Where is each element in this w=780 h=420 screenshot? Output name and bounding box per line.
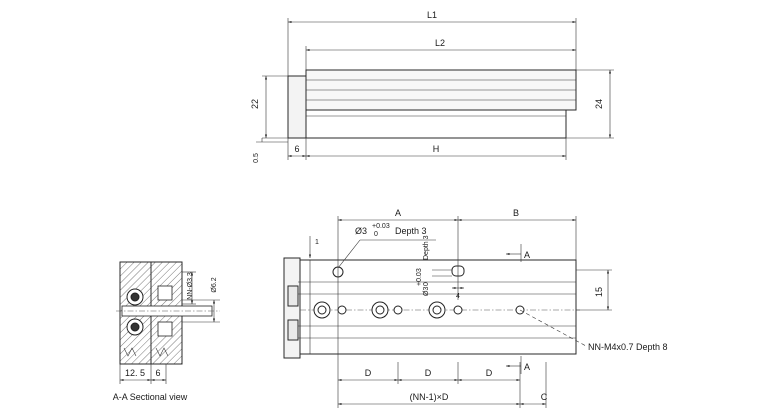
dim-24: 24 — [594, 99, 604, 109]
dim-6-section: 6 — [155, 368, 160, 378]
dim-D-2: D — [425, 368, 432, 378]
pin-hole-dia: Ø3 — [355, 226, 367, 236]
port-upper — [287, 285, 299, 307]
slot-tol-lower: 0 — [423, 282, 430, 286]
dim-pitch-total: (NN-1)×D — [410, 392, 449, 402]
thread-hole-2 — [393, 305, 403, 315]
port-lower — [287, 319, 299, 341]
dim-A: A — [395, 208, 401, 218]
dim-C: C — [541, 392, 548, 402]
slot-dia: Ø3 — [423, 287, 430, 296]
cylinder-body — [305, 109, 567, 139]
dim-dia-6-2: Ø6.2 — [211, 277, 218, 292]
pin-hole-tol-lower: 0 — [374, 231, 378, 238]
front-view: A B 1 Ø3 +0.03 0 Depth 3 Ø3 +0.03 0 Dept… — [283, 208, 668, 408]
dim-6: 6 — [294, 144, 299, 154]
dim-4: 4 — [456, 293, 460, 300]
section-mark-top: A — [524, 250, 530, 260]
top-view: L1 L2 22 24 0.5 6 H — [250, 10, 614, 163]
slot-depth: Depth 3 — [423, 235, 430, 260]
thread-callout: NN-M4x0.7 Depth 8 — [588, 342, 668, 352]
dim-L2: L2 — [435, 38, 445, 48]
dim-12-5: 12. 5 — [125, 368, 145, 378]
pin-hole-tol-upper: +0.03 — [372, 223, 390, 230]
dim-0-5: 0.5 — [253, 153, 260, 163]
section-mark-bottom: A — [524, 362, 530, 372]
dim-1: 1 — [315, 239, 319, 246]
section-view: NN-Ø3.3 Ø6.2 12. 5 6 A-A Sectional view — [113, 261, 220, 402]
pin-hole-depth: Depth 3 — [395, 226, 427, 236]
dim-D-1: D — [365, 368, 372, 378]
dim-L1: L1 — [427, 10, 437, 20]
dim-H: H — [433, 144, 440, 154]
thread-hole-3 — [453, 305, 463, 315]
dim-15: 15 — [594, 287, 604, 297]
thread-hole-1 — [337, 305, 347, 315]
dim-B: B — [513, 208, 519, 218]
slot-tol-upper: +0.03 — [416, 268, 423, 286]
dim-22: 22 — [250, 99, 260, 109]
dim-D-3: D — [486, 368, 493, 378]
dim-nn-dia: NN-Ø3.3 — [187, 272, 194, 300]
front-end-plate — [283, 257, 301, 359]
end-plate — [287, 75, 307, 139]
section-title: A-A Sectional view — [113, 392, 188, 402]
